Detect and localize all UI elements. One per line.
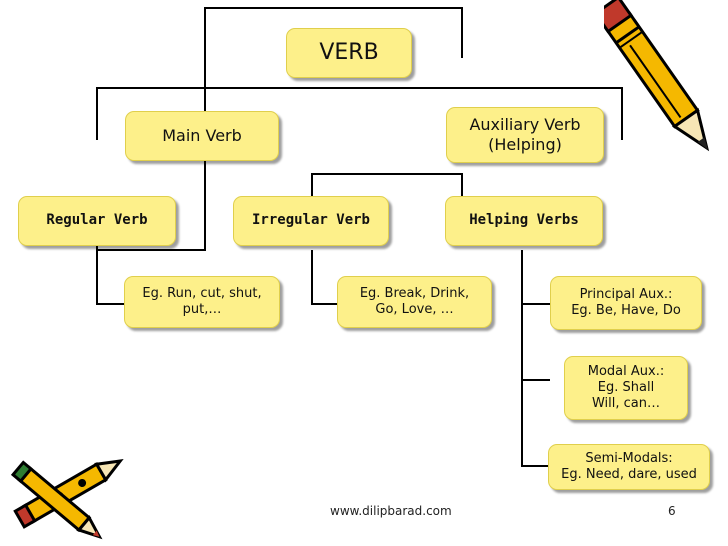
irregular-example-line1: Eg. Break, Drink, [359,285,470,301]
semi-modals-line2: Eg. Need, dare, used [561,467,697,482]
irregular-verb-label: Irregular Verb [251,212,370,229]
principal-aux-line1: Principal Aux.: [579,286,673,302]
helping-verbs-node: Helping Verbs [445,196,603,246]
irregular-example-node: Eg. Break, Drink, Go, Love, … [337,276,492,328]
semi-modals-line1: Semi-Modals: [585,450,673,466]
regular-verb-node: Regular Verb [18,196,176,246]
semi-modals-node: Semi-Modals: Eg. Need, dare, used [548,444,710,490]
regular-example-line2: put,… [182,302,222,317]
pencils-icon [10,459,124,540]
modal-aux-line1: Modal Aux.: [587,363,665,379]
helping-verbs-label: Helping Verbs [469,212,579,229]
principal-aux-line2: Eg. Be, Have, Do [571,303,681,318]
auxiliary-verb-sublabel: (Helping) [488,135,562,154]
page-number: 6 [668,504,676,518]
verb-label: VERB [319,40,379,66]
regular-example-node: Eg. Run, cut, shut, put,… [124,276,280,328]
principal-aux-node: Principal Aux.: Eg. Be, Have, Do [550,276,702,330]
auxiliary-verb-label: Auxiliary Verb [469,115,581,134]
main-verb-label: Main Verb [162,126,242,145]
modal-aux-node: Modal Aux.: Eg. Shall Will, can… [564,356,688,420]
regular-example-line1: Eg. Run, cut, shut, [142,285,262,301]
irregular-verb-node: Irregular Verb [233,196,389,246]
auxiliary-verb-node: Auxiliary Verb (Helping) [446,107,604,163]
footer-url: www.dilipbarad.com [330,504,452,518]
irregular-example-line2: Go, Love, … [375,302,454,317]
regular-verb-label: Regular Verb [46,212,148,229]
modal-aux-line3: Will, can… [591,396,661,412]
modal-aux-line2: Eg. Shall [597,379,655,395]
verb-node: VERB [286,28,412,78]
main-verb-node: Main Verb [125,111,279,161]
pencil-icon [604,0,710,152]
